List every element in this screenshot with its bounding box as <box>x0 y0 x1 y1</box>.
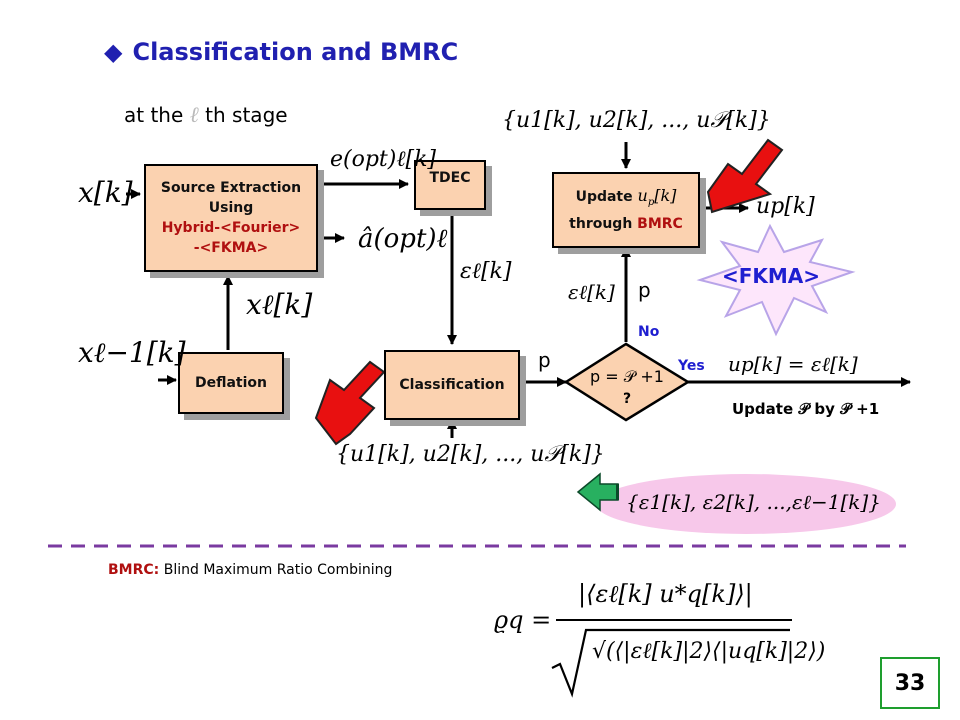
label-p-left: p <box>538 348 551 372</box>
formula-radical <box>551 628 790 698</box>
ell-symbol: ℓ <box>189 103 199 128</box>
formula-denominator: √(⟨|εℓ[k]|2⟩⟨|uq[k]|2⟩) <box>592 639 826 664</box>
label-up-eq: up[k] = εℓ[k] <box>728 352 858 376</box>
update-box-symbol: up[k] <box>637 186 677 209</box>
eps-set-ellipse <box>596 474 896 534</box>
label-set-bottom: {u1[k], u2[k], ..., u𝒫[k]} <box>336 442 605 467</box>
diamond-bullet-icon: ◆ <box>104 38 123 66</box>
label-x-k: x[k] <box>78 176 133 209</box>
label-p-top: p <box>638 278 651 302</box>
classification-box: Classification <box>384 350 520 420</box>
stage-label: at the ℓ th stage <box>124 103 288 128</box>
update-box: Update up[k] through BMRC <box>552 172 700 248</box>
label-eps-l-tdec: εℓ[k] <box>460 259 512 284</box>
label-no: No <box>638 324 660 340</box>
label-eps-set: {ε1[k], ε2[k], ...,εℓ−1[k]} <box>626 490 881 514</box>
formula-lhs: ϱq = <box>494 606 552 634</box>
label-x-l: xℓ[k] <box>246 288 313 321</box>
source-extraction-box: Source Extraction Using Hybrid-<Fourier>… <box>144 164 318 272</box>
formula-numerator: |⟨εℓ[k] u*q[k]⟩| <box>578 580 753 608</box>
fkma-burst-label: <FKMA> <box>721 264 821 288</box>
slide-title: ◆Classification and BMRC <box>104 38 459 66</box>
label-eps-l-update: εℓ[k] <box>568 280 615 304</box>
label-update-p-by: Update 𝒫 by 𝒫 +1 <box>732 400 880 418</box>
decision-diamond <box>563 342 691 422</box>
fkma-burst-shape <box>696 223 856 337</box>
label-yes: Yes <box>678 358 705 374</box>
red-arrow-update-icon <box>706 138 784 214</box>
tdec-box: TDEC <box>414 160 486 210</box>
green-arrow-icon <box>576 472 619 512</box>
page-number: 33 <box>880 657 940 709</box>
label-x-l-minus1: xℓ−1[k] <box>78 336 186 369</box>
deflation-box: Deflation <box>178 352 284 414</box>
decision-text: p = 𝒫 +1 ? <box>590 367 664 407</box>
label-a-opt: â(opt)ℓ <box>358 224 448 254</box>
bmrc-definition: BMRC: Blind Maximum Ratio Combining <box>108 562 393 578</box>
label-set-top: {u1[k], u2[k], ..., u𝒫[k]} <box>502 108 771 133</box>
label-up-out: up[k] <box>756 194 815 219</box>
red-arrow-classification-icon <box>314 360 386 446</box>
label-e-opt: e(opt)ℓ[k] <box>330 147 437 172</box>
